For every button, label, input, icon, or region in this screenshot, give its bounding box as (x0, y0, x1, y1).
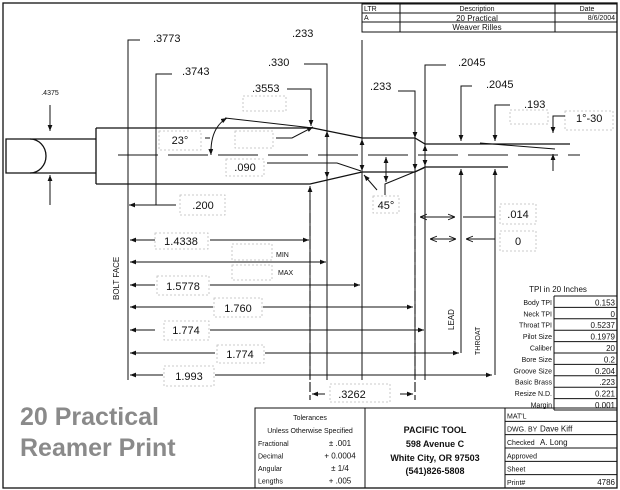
rev-header-description: Description (459, 6, 494, 13)
tolerance-value: ± 1/4 (331, 464, 349, 473)
tpi-title: TPI in 20 Inches (529, 285, 587, 294)
title-block-label: Approved (507, 453, 537, 460)
dim-193: .193 (524, 99, 545, 111)
lead-label: LEAD (447, 309, 456, 330)
dim-1-760: 1.760 (224, 303, 252, 315)
tpi-row-value: 0.204 (595, 367, 616, 376)
tpi-row-value: 0 (611, 310, 616, 319)
dim-3553: .3553 (252, 83, 280, 95)
title-block-label: Checked (507, 440, 535, 447)
dim-3743: .3743 (182, 66, 210, 78)
dim-233-top: .233 (292, 28, 313, 40)
tolerance-value: + 0.0004 (324, 452, 356, 461)
tpi-row-label: Basic Brass (515, 380, 552, 387)
title-block-value: Dave Kiff (540, 425, 573, 434)
throat-label: THROAT (475, 326, 482, 355)
tpi-row-label: Margin (531, 403, 553, 410)
tpi-row-label: Body TPI (523, 300, 552, 307)
print-title-line2: Reamer Print (20, 434, 176, 462)
dim-3262: .3262 (338, 389, 366, 401)
tpi-row-label: Caliber (530, 346, 553, 353)
bottom-profile (96, 166, 508, 185)
dim-45-deg: 45° (378, 200, 395, 212)
dim-1-5778: 1.5778 (166, 281, 200, 293)
tpi-row-value: 0.001 (595, 401, 616, 410)
dim-090: .090 (234, 162, 255, 174)
tpi-row-label: Throat TPI (519, 323, 552, 330)
rev-header-ltr: LTR (364, 6, 377, 13)
dim-2045-b: .2045 (486, 79, 514, 91)
tolerance-label: Lengths (258, 479, 283, 486)
tolerance-label: Decimal (258, 454, 284, 461)
tpi-row-value: 20 (606, 344, 615, 353)
print-title-line1: 20 Practical (20, 403, 159, 431)
tpi-row-value: 0.5237 (591, 321, 616, 330)
tolerances-subtitle: Unless Otherwise Specified (267, 428, 353, 435)
tpi-row-value: 0.221 (595, 390, 616, 399)
reamer-profile (5, 117, 580, 185)
dim-2045-a: .2045 (458, 57, 486, 69)
tpi-row-value: 0.2 (604, 355, 616, 364)
rev-ltr: A (364, 15, 369, 22)
max-label: MAX (278, 270, 294, 277)
dim-1-774-b: 1.774 (226, 349, 254, 361)
company-city: White City, OR 97503 (390, 453, 479, 463)
title-block-value: 4786 (597, 478, 615, 487)
dim-330: .330 (268, 57, 289, 69)
company-phone: (541)826-5808 (405, 466, 464, 476)
title-block-label: Sheet (507, 467, 525, 474)
tolerance-label: Angular (258, 466, 283, 473)
rev-date: 8/6/2004 (588, 15, 615, 22)
tolerance-value: + .005 (329, 477, 352, 486)
top-profile (96, 127, 570, 145)
title-block-label: MAT'L (507, 413, 527, 420)
tolerances-title: Tolerances (293, 415, 327, 422)
tpi-row-value: .223 (599, 378, 615, 387)
tpi-row-label: Groove Size (513, 368, 552, 375)
title-block-label: Print# (507, 480, 525, 487)
tpi-row-value: 0.153 (595, 298, 616, 307)
dim-1-774-a: 1.774 (172, 325, 200, 337)
tolerance-label: Fractional (258, 441, 289, 448)
title-block-value: A. Long (540, 438, 568, 447)
dim-taper-angle: 1°-30 (576, 113, 602, 125)
company-name: PACIFIC TOOL (404, 425, 467, 435)
dim-pilot-dia: .4375 (41, 90, 59, 97)
rev-description-2: Weaver Rilles (452, 23, 501, 32)
tpi-row-label: Neck TPI (523, 311, 552, 318)
pilot-tip (5, 138, 47, 174)
dim-1-993: 1.993 (175, 371, 203, 383)
title-block-label: DWG. BY (507, 427, 538, 434)
revision-block: LTR Description Date A 20 Practical 8/6/… (361, 3, 618, 33)
rev-description: 20 Practical (456, 14, 498, 23)
dim-lead-length: .014 (507, 209, 528, 221)
dim-200: .200 (192, 200, 213, 212)
tpi-row-value: 0.1979 (591, 333, 616, 342)
tpi-row-label: Resize N.D. (515, 391, 552, 398)
dim-throat-length: 0 (515, 236, 521, 248)
dim-23-deg: 23° (172, 135, 189, 147)
tpi-row-label: Bore Size (522, 357, 552, 364)
title-block: Tolerances Unless Otherwise Specified Fr… (254, 407, 618, 489)
dim-1-4338: 1.4338 (164, 236, 198, 248)
bolt-face-label: BOLT FACE (112, 257, 121, 300)
company-address: 598 Avenue C (406, 439, 465, 449)
dim-233-neck: .233 (370, 81, 391, 93)
min-label: MIN (276, 252, 289, 259)
dim-3773: .3773 (153, 33, 181, 45)
tolerance-value: ± .001 (329, 439, 352, 448)
rev-header-date: Date (580, 6, 595, 13)
tpi-row-label: Pilot Size (523, 334, 552, 341)
